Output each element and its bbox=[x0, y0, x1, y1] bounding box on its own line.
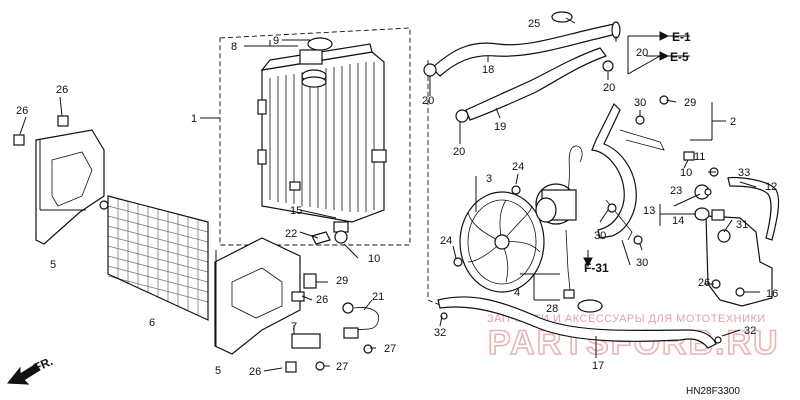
watermark-caption: ЗАПЧАСТИ И АКСЕССУАРЫ ДЛЯ МОТОТЕХНИКИ bbox=[487, 313, 766, 325]
direction-label: FR. bbox=[32, 354, 55, 375]
callout-11: 11 bbox=[694, 151, 705, 163]
fan-motor bbox=[535, 145, 583, 299]
hose-clamps bbox=[551, 11, 621, 313]
callout-21: 21 bbox=[372, 291, 384, 303]
lower-hose bbox=[455, 47, 607, 123]
callout-19: 19 bbox=[494, 121, 506, 133]
callout-22: 22 bbox=[285, 228, 297, 240]
callout-3: 3 bbox=[486, 173, 492, 185]
callout-14: 14 bbox=[672, 215, 684, 227]
callout-18: 18 bbox=[482, 64, 494, 76]
callout-32b: 32 bbox=[744, 325, 756, 337]
callout-31: 31 bbox=[736, 219, 748, 231]
reference-arrows bbox=[583, 31, 670, 268]
radiator-assembly-box bbox=[219, 27, 411, 246]
callout-26d: 26 bbox=[249, 366, 261, 378]
callout-27a: 27 bbox=[384, 343, 396, 355]
fan-shroud-bracket bbox=[591, 102, 665, 245]
callout-33: 33 bbox=[738, 167, 750, 179]
callout-26b: 26 bbox=[56, 84, 68, 96]
cooling-fan bbox=[459, 191, 545, 293]
hose-assembly-bracket bbox=[427, 60, 441, 306]
callout-28: 28 bbox=[546, 303, 558, 315]
radiator-screen bbox=[107, 195, 209, 321]
radiator bbox=[257, 43, 387, 223]
callout-10b: 10 bbox=[680, 167, 692, 179]
diagram-code: HN28F3300 bbox=[686, 386, 740, 397]
callout-17: 17 bbox=[592, 360, 604, 372]
fasteners bbox=[440, 95, 722, 344]
callout-15: 15 bbox=[290, 205, 302, 217]
right-shroud bbox=[214, 237, 317, 373]
callout-4: 4 bbox=[514, 287, 520, 299]
callout-12: 12 bbox=[765, 181, 777, 193]
callout-26a: 26 bbox=[16, 105, 28, 117]
callout-20a: 20 bbox=[422, 95, 434, 107]
callout-24b: 24 bbox=[440, 235, 452, 247]
callout-20d: 20 bbox=[603, 82, 615, 94]
leader-lines bbox=[19, 17, 760, 372]
upper-hose bbox=[423, 23, 617, 77]
front-direction-arrow-icon bbox=[6, 363, 41, 385]
callout-26e: 26 bbox=[698, 277, 710, 289]
callout-32a: 32 bbox=[434, 327, 446, 339]
callout-5b: 5 bbox=[215, 365, 221, 377]
fan-switch bbox=[291, 302, 380, 371]
callout-7: 7 bbox=[291, 321, 297, 333]
reserve-tank-hose bbox=[727, 176, 780, 241]
callout-27b: 27 bbox=[336, 361, 348, 373]
callout-24a: 24 bbox=[512, 161, 524, 173]
callout-26c: 26 bbox=[316, 294, 328, 306]
drain-bolt bbox=[311, 221, 349, 245]
callout-16: 16 bbox=[766, 288, 778, 300]
ref-f31: F-31 bbox=[584, 261, 609, 275]
left-shroud bbox=[13, 115, 109, 245]
callout-20c: 20 bbox=[636, 47, 648, 59]
reserve-tank-cap bbox=[694, 184, 710, 221]
watermark-logo: PARTSFORB.RU bbox=[488, 324, 780, 362]
callout-20b: 20 bbox=[453, 146, 465, 158]
callout-13: 13 bbox=[643, 205, 655, 217]
callout-23: 23 bbox=[670, 185, 682, 197]
callout-8: 8 bbox=[231, 41, 237, 53]
callout-1: 1 bbox=[191, 113, 197, 125]
callout-29a: 29 bbox=[336, 275, 348, 287]
callout-5a: 5 bbox=[50, 259, 56, 271]
callout-2: 2 bbox=[730, 116, 736, 128]
radiator-cap bbox=[301, 37, 333, 88]
callouts: 1 2 3 4 5 5 6 7 8 9 10 10 11 12 13 14 15… bbox=[16, 18, 778, 378]
callout-30c: 30 bbox=[636, 257, 648, 269]
callout-30b: 30 bbox=[594, 230, 606, 242]
ref-e5: E-5 bbox=[670, 50, 689, 64]
callout-25: 25 bbox=[528, 18, 540, 30]
siphon-tube bbox=[437, 296, 717, 349]
callout-10a: 10 bbox=[368, 253, 380, 265]
callout-9: 9 bbox=[273, 35, 279, 47]
callout-29b: 29 bbox=[684, 97, 696, 109]
ref-e1: E-1 bbox=[672, 30, 691, 44]
callout-30a: 30 bbox=[634, 97, 646, 109]
callout-6: 6 bbox=[149, 317, 155, 329]
reserve-tank bbox=[705, 209, 773, 307]
